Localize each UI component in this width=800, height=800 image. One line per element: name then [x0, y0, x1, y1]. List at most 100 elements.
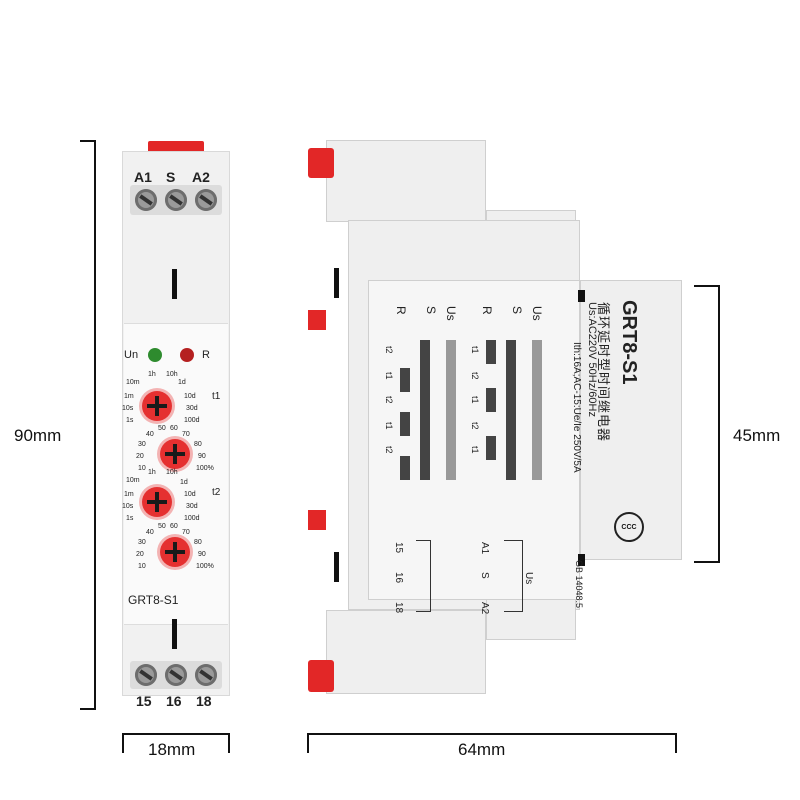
terminal-screw-icon: [165, 664, 187, 686]
dial-tick: 10h: [166, 469, 178, 476]
t1-range-dial[interactable]: [142, 391, 172, 421]
dial-tick: 30: [138, 441, 146, 448]
dial-tick: 10: [138, 465, 146, 472]
dial-tick: 60: [170, 523, 178, 530]
terminal-screw-icon: [195, 664, 217, 686]
diagram-row-label: R: [480, 306, 494, 315]
dial-tick: 10: [138, 563, 146, 570]
diagram-row-label: S: [510, 306, 524, 315]
diagram-col-label: t1: [470, 396, 480, 404]
dial-tick: 10s: [122, 503, 134, 510]
dial-tick: 100d: [184, 515, 200, 522]
dial-tick: 100d: [184, 417, 200, 424]
dial-tick: 70: [182, 529, 190, 536]
wiring-terminal-label: S: [479, 572, 490, 579]
side-bottom-clip: [308, 660, 334, 692]
side-width-bracket: [307, 733, 677, 753]
dial-tick: 80: [194, 441, 202, 448]
front-width-label: 18mm: [148, 740, 196, 759]
side-bottom-clip-foot: [308, 510, 326, 530]
diagram-row-label: Us: [444, 306, 458, 321]
wiring-terminal-label: A1: [479, 542, 490, 555]
diagram-col-label: t1: [470, 346, 480, 354]
t2-range-dial[interactable]: [142, 487, 172, 517]
terminal-label-15: 15: [136, 693, 152, 709]
terminal-screw-icon: [165, 189, 187, 211]
dial-tick: 100%: [196, 465, 214, 472]
side-width-label: 64mm: [458, 740, 506, 759]
dial-tick: 1s: [126, 515, 134, 522]
timing-bar: [486, 436, 496, 460]
side-standard: GB 14048.5: [574, 560, 584, 609]
side-top-clip: [308, 148, 334, 178]
dial-tick: 80: [194, 539, 202, 546]
dial-tick: 1h: [148, 469, 156, 476]
dial-tick: 30d: [186, 503, 198, 510]
dial-tick: 10d: [184, 491, 196, 498]
diagram-col-label: t1: [470, 446, 480, 454]
panel-height-bracket: [694, 285, 720, 563]
dial-tick: 10s: [122, 405, 134, 412]
dial-tick: 40: [146, 431, 154, 438]
dial-tick: 20: [136, 453, 144, 460]
height-dimension-label: 90mm: [14, 426, 62, 445]
timing-bar: [400, 412, 410, 436]
side-body-upper: [326, 140, 486, 222]
panel-marker: [578, 554, 585, 566]
wiring-terminal-label: 15: [393, 542, 404, 554]
wiring-us-label: Us: [523, 572, 534, 585]
side-label-area: [368, 280, 580, 600]
timing-bar: [486, 340, 496, 364]
dial-tick: 90: [198, 453, 206, 460]
t2-label: t2: [212, 487, 221, 498]
panel-marker: [578, 290, 585, 302]
wiring-terminal-label: 18: [393, 602, 404, 614]
coil-symbol-icon: [504, 540, 523, 612]
dial-tick: 10d: [184, 393, 196, 400]
bottom-slot: [172, 619, 177, 649]
dial-tick: 10m: [126, 477, 140, 484]
timing-bar: [532, 340, 542, 480]
ccc-certification-icon: CCC: [614, 512, 644, 542]
dial-tick: 1h: [148, 371, 156, 378]
t1-percent-dial[interactable]: [160, 439, 190, 469]
t2-percent-dial[interactable]: [160, 537, 190, 567]
wiring-terminal-label: 16: [393, 572, 404, 584]
diagram-col-label: t2: [470, 372, 480, 380]
contact-symbol-icon: [416, 540, 431, 612]
led-label-un: Un: [124, 349, 139, 361]
dial-tick: 40: [146, 529, 154, 536]
dial-tick: 70: [182, 431, 190, 438]
timing-bar: [400, 456, 410, 480]
dial-tick: 50: [158, 523, 166, 530]
dial-tick: 1m: [124, 393, 134, 400]
diagram-col-label: t1: [384, 422, 394, 430]
dial-tick: 30: [138, 539, 146, 546]
side-top-slot: [334, 268, 339, 298]
terminal-label-a2: A2: [192, 169, 210, 185]
dial-tick: 20: [136, 551, 144, 558]
relay-side-view: Us S R Us S R t2 t1 t2 t1 t2 t1 t2 t1 t2…: [308, 140, 682, 700]
t1-label: t1: [212, 391, 221, 402]
terminal-label-18: 18: [196, 693, 212, 709]
diagram-col-label: t1: [384, 372, 394, 380]
top-din-clip: [148, 141, 204, 153]
timing-bar: [400, 368, 410, 392]
ccc-mark-text: CCC: [621, 523, 637, 531]
side-supply-spec: Us:AC220V 50Hz/60Hz: [586, 302, 598, 417]
diagram-col-label: t2: [384, 396, 394, 404]
relay-led-icon: [180, 348, 194, 362]
diagram-col-label: t2: [384, 446, 394, 454]
dial-tick: 100%: [196, 563, 214, 570]
height-dimension-bracket: [80, 140, 96, 710]
dial-tick: 50: [158, 425, 166, 432]
relay-front-view: A1 S A2 Un R 1h 10h 10m 1d 1m 10d 10s 30…: [122, 141, 230, 711]
diagram-row-label: Us: [530, 306, 544, 321]
timing-bar: [506, 340, 516, 480]
top-slot: [172, 269, 177, 299]
terminal-label-a1: A1: [134, 169, 152, 185]
dial-tick: 10h: [166, 371, 178, 378]
dial-tick: 10m: [126, 379, 140, 386]
side-bottom-slot: [334, 552, 339, 582]
front-width-bracket: [122, 733, 230, 753]
